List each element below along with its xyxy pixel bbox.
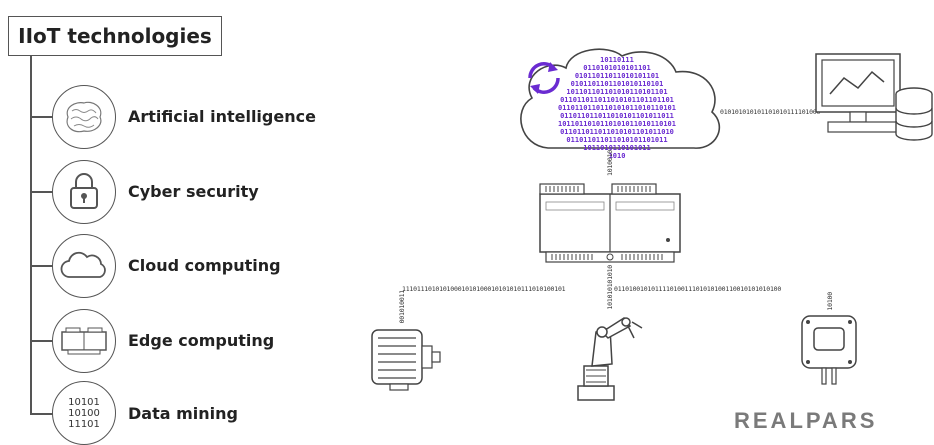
branch-line [30, 413, 54, 415]
binary-digits-icon: 10101 10100 11101 [52, 381, 116, 445]
title-box: IIoT technologies [8, 16, 222, 56]
branch-line [30, 340, 54, 342]
database-icon [895, 87, 933, 141]
brain-icon [52, 85, 116, 149]
branch-line [30, 191, 54, 193]
realpars-logo: REALPARS [734, 408, 878, 433]
bus-data-left: 1110111010101000101010001010101011101010… [402, 285, 566, 293]
cloud-binary-data: 10110111 0110101010101101 01011011011010… [557, 56, 676, 160]
robot-arm-icon [577, 316, 643, 401]
cloud-to-computer-data: 010101010101101010111101000 [720, 108, 821, 116]
cloud-to-gateway-data: 1010010 [606, 150, 614, 176]
edge-device-icon [52, 309, 116, 373]
computer-monitor-icon [815, 53, 901, 133]
gateway-to-bus-data: 101010101010 [606, 265, 614, 310]
bus-to-sensor-data: 10100 [826, 292, 834, 311]
cloud-icon [52, 234, 116, 298]
sensor-icon [801, 315, 857, 385]
tree-trunk-line [30, 56, 32, 414]
edge-gateway-device [539, 183, 681, 263]
page-title: IIoT technologies [18, 24, 212, 48]
bus-data-right: 0110100101011110100111010101001100101010… [614, 285, 782, 293]
padlock-icon [52, 160, 116, 224]
sync-arrows-icon [528, 62, 560, 94]
tech-label-edge-computing: Edge computing [128, 331, 275, 350]
bus-to-motor-data: 001010011 [398, 290, 406, 324]
binary-digits-text: 10101 10100 11101 [68, 396, 100, 430]
tech-label-cyber-security: Cyber security [128, 182, 259, 201]
branch-line [30, 116, 54, 118]
branch-line [30, 265, 54, 267]
tech-label-cloud-computing: Cloud computing [128, 256, 281, 275]
tech-label-artificial-intelligence: Artificial intelligence [128, 107, 316, 126]
tech-label-data-mining: Data mining [128, 404, 238, 423]
motor-icon [371, 329, 441, 391]
